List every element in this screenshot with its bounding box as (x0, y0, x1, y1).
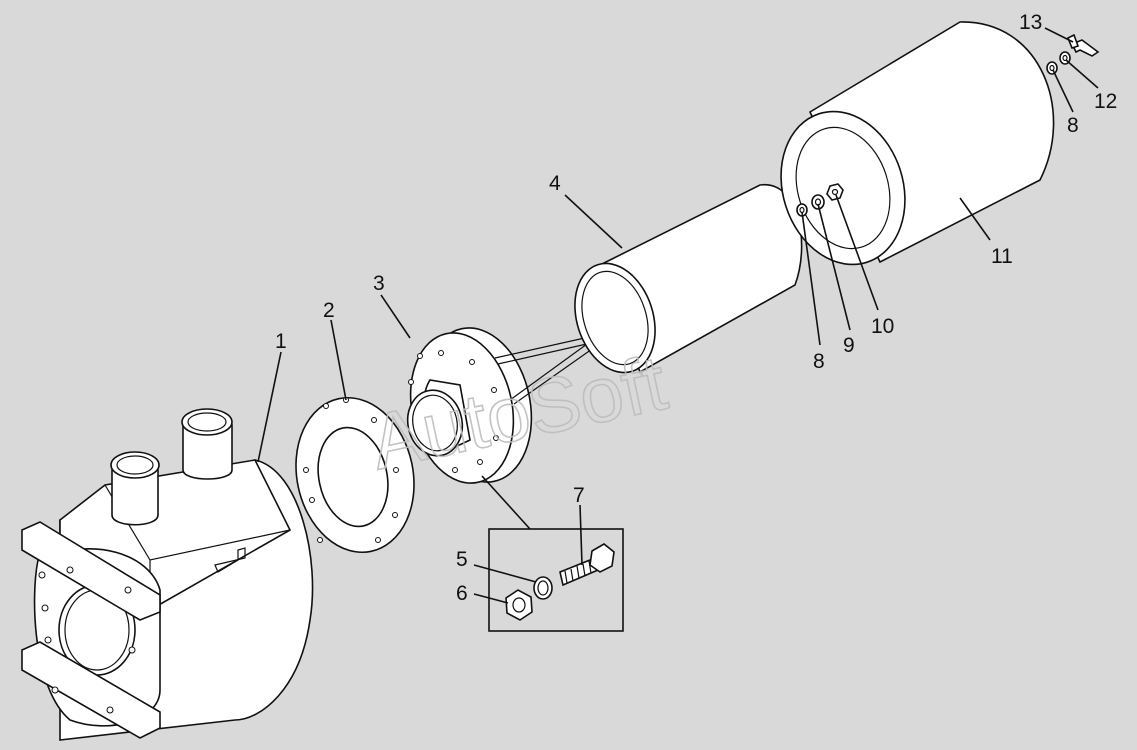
gasket-ring (295, 396, 415, 554)
washer-8-rear (1046, 61, 1058, 75)
callout-13: 13 (1019, 11, 1042, 34)
callout-12: 12 (1094, 90, 1117, 113)
nut-10 (826, 183, 844, 201)
callout-8a: 8 (813, 350, 825, 373)
washer-9 (811, 194, 825, 210)
callout-9: 9 (843, 334, 855, 357)
intake-pipe-left (110, 451, 160, 526)
callout-6: 6 (456, 582, 468, 605)
wing-nut-13 (1066, 33, 1100, 57)
callout-3: 3 (373, 272, 385, 295)
nut-6 (505, 589, 533, 621)
callout-2: 2 (323, 299, 335, 322)
callout-1: 1 (275, 330, 287, 353)
housing-body (21, 408, 314, 741)
callout-7: 7 (573, 484, 585, 507)
filter-flange (406, 319, 625, 484)
callout-4: 4 (549, 172, 561, 195)
intake-pipe-right (181, 408, 233, 480)
fastener-detail-box (481, 475, 624, 632)
callout-10: 10 (871, 315, 894, 338)
bolt-7 (559, 543, 615, 587)
callout-5: 5 (456, 548, 468, 571)
filter-cover (780, 21, 1055, 266)
lock-washer-5 (533, 576, 553, 600)
callout-11: 11 (991, 245, 1013, 268)
callout-8b: 8 (1067, 114, 1079, 137)
